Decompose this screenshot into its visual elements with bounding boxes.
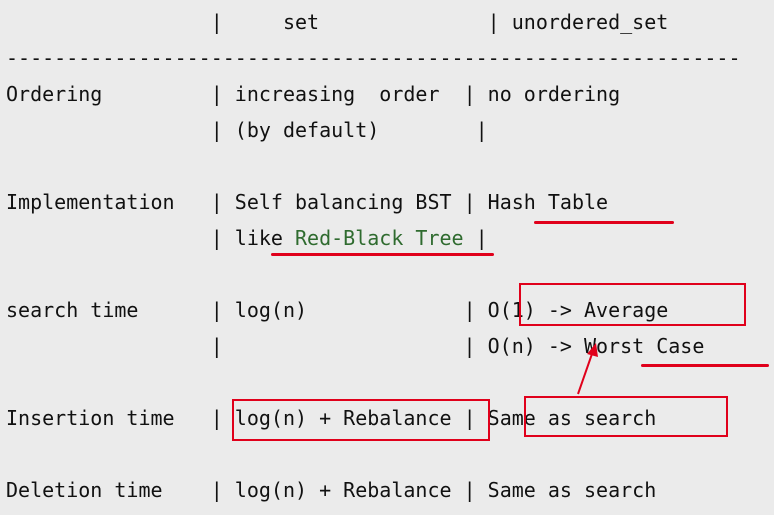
set-insertion-box <box>232 399 490 441</box>
red-black-tree-underline <box>271 253 494 256</box>
set-cell: Self balancing BST <box>234 190 452 214</box>
row-label: Insertion time <box>6 406 175 430</box>
row-search-time: search time | log(n) | O(1) -> Average <box>6 298 669 322</box>
header-separator: | <box>210 10 223 34</box>
row-label: Ordering <box>6 82 103 106</box>
header-set: set <box>282 10 320 34</box>
row-label: search time <box>6 298 139 322</box>
row-insertion-time: Insertion time | log(n) + Rebalance | Sa… <box>6 406 657 430</box>
header-unordered-set: unordered_set <box>511 10 669 34</box>
unordered-cell: O(n) -> Worst Case <box>487 334 705 358</box>
header-separator: | <box>487 10 500 34</box>
row-label: Implementation <box>6 190 175 214</box>
header-row: | set | unordered_set <box>6 10 669 34</box>
row-implementation: Implementation | Self balancing BST | Ha… <box>6 190 609 214</box>
set-cell: log(n) + Rebalance <box>234 478 452 502</box>
divider-line: ----------------------------------------… <box>6 46 741 70</box>
row-search-time-cont: | | O(n) -> Worst Case <box>6 334 705 358</box>
unordered-cell: O(1) -> Average <box>487 298 669 322</box>
hash-table-underline <box>534 221 674 224</box>
set-cell: (by default) <box>234 118 380 142</box>
average-case-box <box>519 283 746 326</box>
set-cell: increasing order <box>234 82 440 106</box>
unordered-insertion-box <box>524 396 728 437</box>
row-ordering: Ordering | increasing order | no orderin… <box>6 82 621 106</box>
row-ordering-cont: | (by default) | <box>6 118 488 142</box>
red-black-tree-text: Red-Black Tree <box>295 226 464 250</box>
unordered-cell: Same as search <box>487 406 657 430</box>
set-cell: like <box>234 226 295 250</box>
worst-case-underline <box>641 364 769 367</box>
unordered-cell: no ordering <box>487 82 621 106</box>
row-label: Deletion time <box>6 478 163 502</box>
row-deletion-time: Deletion time | log(n) + Rebalance | Sam… <box>6 478 657 502</box>
set-cell: log(n) <box>234 298 308 322</box>
unordered-cell: Same as search <box>487 478 657 502</box>
row-implementation-cont: | like Red-Black Tree | <box>6 226 488 250</box>
set-cell: log(n) + Rebalance <box>234 406 452 430</box>
unordered-cell: Hash Table <box>487 190 609 214</box>
